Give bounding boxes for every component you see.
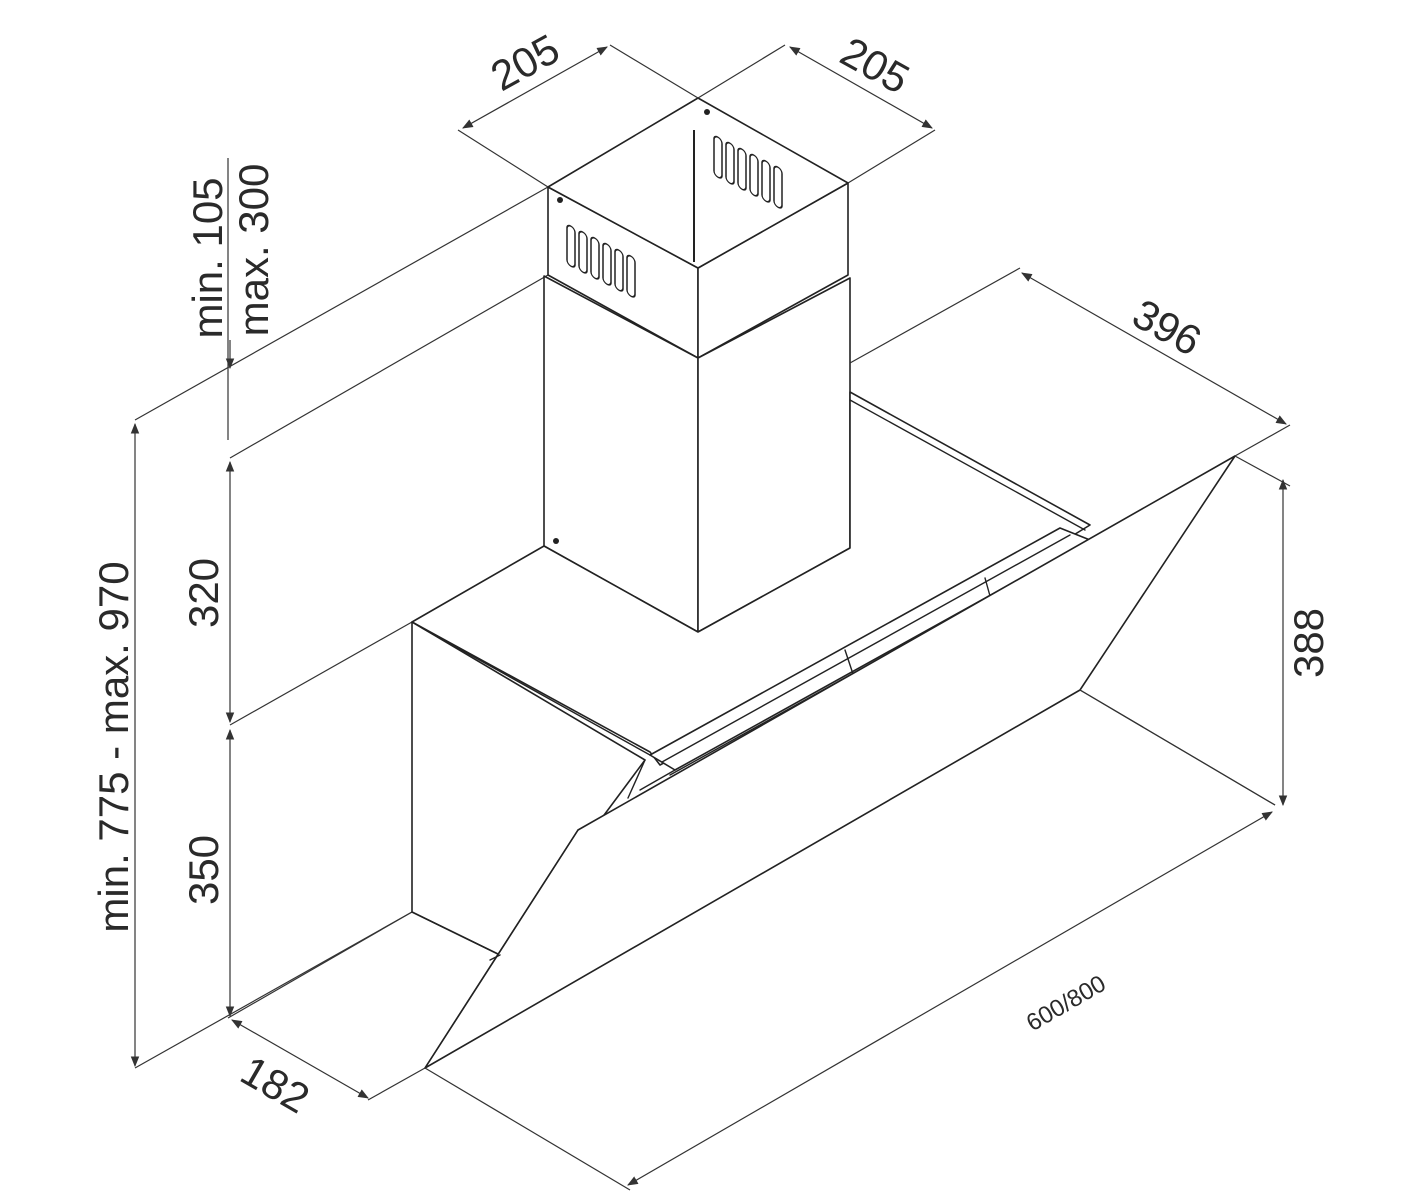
dim-label-chimney-adjust-max: max. 300 (230, 164, 277, 337)
wall-extension-lines (134, 158, 549, 1069)
vent-slots-right (713, 135, 783, 209)
dim-label-hood-depth-top: 396 (1125, 290, 1209, 365)
chimney-lower (543, 275, 851, 633)
dim-label-side-height: 388 (1285, 608, 1332, 678)
dim-label-chimney-width-left: 205 (483, 25, 567, 100)
vent-slots-left (566, 224, 636, 298)
dim-label-chimney-adjust-min: min. 105 (184, 177, 231, 338)
dim-label-lower-height: 350 (180, 835, 227, 905)
dim-label-hood-width: 600/800 (1022, 970, 1111, 1037)
dimension-lines (130, 44, 1291, 1191)
dim-label-base-depth: 182 (233, 1047, 317, 1123)
chimney-upper (547, 97, 849, 359)
dim-label-chimney-width-right: 205 (833, 28, 917, 103)
dim-label-total-height: min. 775 - max. 970 (90, 561, 137, 932)
dim-label-upper-height: 320 (180, 558, 227, 628)
